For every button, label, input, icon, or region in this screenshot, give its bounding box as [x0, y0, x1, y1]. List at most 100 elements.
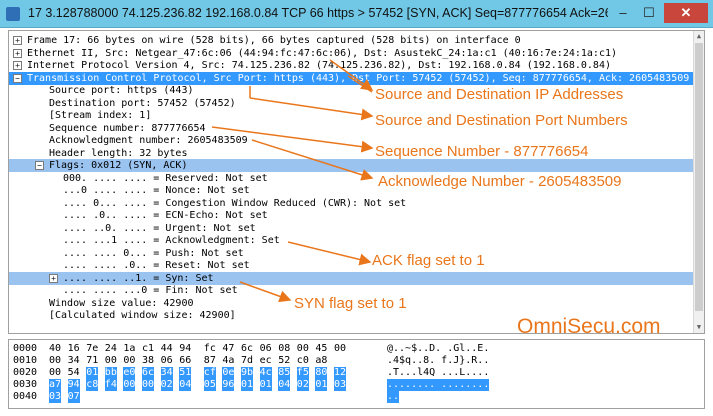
hex-byte[interactable]: 00: [296, 343, 309, 354]
hex-byte[interactable]: 00: [49, 367, 62, 378]
hex-byte[interactable]: 47: [222, 343, 235, 354]
hex-byte[interactable]: 00: [123, 355, 136, 366]
tree-row[interactable]: .... ..0. .... = Urgent: Not set: [9, 222, 694, 235]
hex-byte[interactable]: bb: [104, 367, 117, 379]
hex-byte[interactable]: 71: [86, 355, 99, 366]
expand-plus-icon[interactable]: +: [13, 48, 22, 58]
collapse-minus-icon[interactable]: −: [35, 161, 44, 170]
hex-byte[interactable]: a8: [315, 355, 328, 366]
hex-byte[interactable]: 4a: [222, 355, 235, 366]
hex-byte[interactable]: 05: [203, 379, 216, 391]
minimize-button[interactable]: –: [619, 5, 627, 20]
hex-byte[interactable]: 12: [334, 367, 347, 379]
hex-byte[interactable]: 01: [86, 367, 99, 379]
hex-byte[interactable]: 85: [278, 367, 291, 379]
hex-byte[interactable]: 80: [315, 367, 328, 379]
hex-byte[interactable]: fc: [203, 343, 216, 354]
tree-row[interactable]: [Calculated window size: 42900]: [9, 309, 694, 322]
hex-byte[interactable]: 51: [179, 367, 192, 379]
hex-byte[interactable]: c8: [86, 379, 99, 391]
tree-row[interactable]: −Flags: 0x012 (SYN, ACK): [9, 159, 694, 172]
hex-ascii[interactable]: ..: [387, 391, 400, 403]
hex-byte[interactable]: 6c: [241, 343, 254, 354]
hex-byte[interactable]: 52: [278, 355, 291, 366]
hex-byte[interactable]: c0: [296, 355, 309, 366]
hex-byte[interactable]: 34: [67, 355, 80, 366]
tree-vertical-scrollbar[interactable]: ▲ ▼: [693, 31, 704, 333]
hex-byte[interactable]: 01: [315, 379, 328, 391]
hex-byte[interactable]: 4c: [259, 367, 272, 379]
hex-byte[interactable]: ec: [259, 355, 272, 366]
hex-byte[interactable]: f4: [104, 379, 117, 391]
hex-byte[interactable]: 01: [241, 379, 254, 391]
hex-byte[interactable]: 04: [278, 379, 291, 391]
tree-row[interactable]: −Transmission Control Protocol, Src Port…: [9, 71, 694, 85]
hex-byte[interactable]: 02: [160, 379, 173, 391]
hex-byte[interactable]: 24: [104, 343, 117, 354]
hex-byte[interactable]: 40: [49, 343, 62, 354]
tree-row[interactable]: .... .0.. .... = ECN-Echo: Not set: [9, 209, 694, 222]
tree-row[interactable]: Source port: https (443): [9, 84, 694, 97]
hex-byte[interactable]: 06: [160, 355, 173, 366]
tree-row[interactable]: .... .... 0... = Push: Not set: [9, 247, 694, 260]
hex-byte[interactable]: 7e: [86, 343, 99, 354]
hex-byte[interactable]: 00: [104, 355, 117, 366]
hex-byte[interactable]: 9b: [241, 367, 254, 379]
tree-row[interactable]: Sequence number: 877776654: [9, 122, 694, 135]
tree-row[interactable]: +Internet Protocol Version 4, Src: 74.12…: [9, 59, 694, 72]
hex-byte[interactable]: 94: [67, 379, 80, 391]
hex-byte[interactable]: 87: [203, 355, 216, 366]
hex-byte[interactable]: 00: [334, 343, 347, 354]
tree-row[interactable]: .... 0... .... = Congestion Window Reduc…: [9, 197, 694, 210]
expand-plus-icon[interactable]: +: [13, 61, 22, 70]
tree-row[interactable]: +.... .... ..1. = Syn: Set: [9, 271, 694, 285]
hex-byte[interactable]: f5: [296, 367, 309, 379]
hex-byte[interactable]: 54: [67, 367, 80, 378]
hex-byte[interactable]: 66: [179, 355, 192, 366]
hex-byte[interactable]: 06: [259, 343, 272, 354]
hex-byte[interactable]: 96: [222, 379, 235, 391]
hex-byte[interactable]: 00: [142, 379, 155, 391]
expand-plus-icon[interactable]: +: [49, 273, 58, 283]
tree-row[interactable]: Acknowledgment number: 2605483509: [9, 134, 694, 147]
hex-ascii[interactable]: ........ ........: [387, 379, 490, 391]
hex-byte[interactable]: 16: [67, 343, 80, 354]
tree-row[interactable]: Window size value: 42900: [9, 297, 694, 310]
tree-row[interactable]: ...0 .... .... = Nonce: Not set: [9, 184, 694, 197]
tree-scroll-thumb[interactable]: [695, 43, 703, 311]
hex-byte[interactable]: 00: [49, 355, 62, 366]
hex-ascii[interactable]: @..~$..D. .Gl..E.: [387, 343, 490, 354]
hex-byte[interactable]: 02: [296, 379, 309, 391]
hex-byte[interactable]: 00: [123, 379, 136, 391]
hex-ascii[interactable]: .4$q..8. f.J}.R..: [387, 355, 490, 366]
hex-byte[interactable]: 1a: [123, 343, 136, 354]
tree-row[interactable]: +Ethernet II, Src: Netgear_47:6c:06 (44:…: [9, 47, 694, 60]
hex-byte[interactable]: a7: [49, 379, 62, 391]
tree-row[interactable]: 000. .... .... = Reserved: Not set: [9, 172, 694, 185]
hex-byte[interactable]: 0e: [222, 367, 235, 379]
tree-row[interactable]: +Frame 17: 66 bytes on wire (528 bits), …: [9, 34, 694, 47]
collapse-minus-icon[interactable]: −: [13, 73, 22, 83]
tree-row[interactable]: .... .... .0.. = Reset: Not set: [9, 259, 694, 272]
hex-byte[interactable]: 01: [259, 379, 272, 391]
hex-byte[interactable]: 03: [334, 379, 347, 391]
hex-byte[interactable]: c1: [142, 343, 155, 354]
hex-byte[interactable]: 04: [179, 379, 192, 391]
expand-plus-icon[interactable]: +: [13, 36, 22, 45]
tree-row[interactable]: .... ...1 .... = Acknowledgment: Set: [9, 234, 694, 247]
close-button[interactable]: ✕: [664, 3, 708, 23]
tree-row[interactable]: [Stream index: 1]: [9, 109, 694, 122]
hex-ascii[interactable]: .T...l4Q ...L....: [387, 367, 490, 378]
hex-byte[interactable]: 94: [179, 343, 192, 354]
hex-byte[interactable]: 45: [315, 343, 328, 354]
maximize-button[interactable]: ☐: [643, 5, 655, 20]
scroll-up-arrow-icon[interactable]: ▲: [696, 32, 702, 40]
tree-row[interactable]: .... .... ...0 = Fin: Not set: [9, 284, 694, 297]
tree-row[interactable]: Header length: 32 bytes: [9, 147, 694, 160]
